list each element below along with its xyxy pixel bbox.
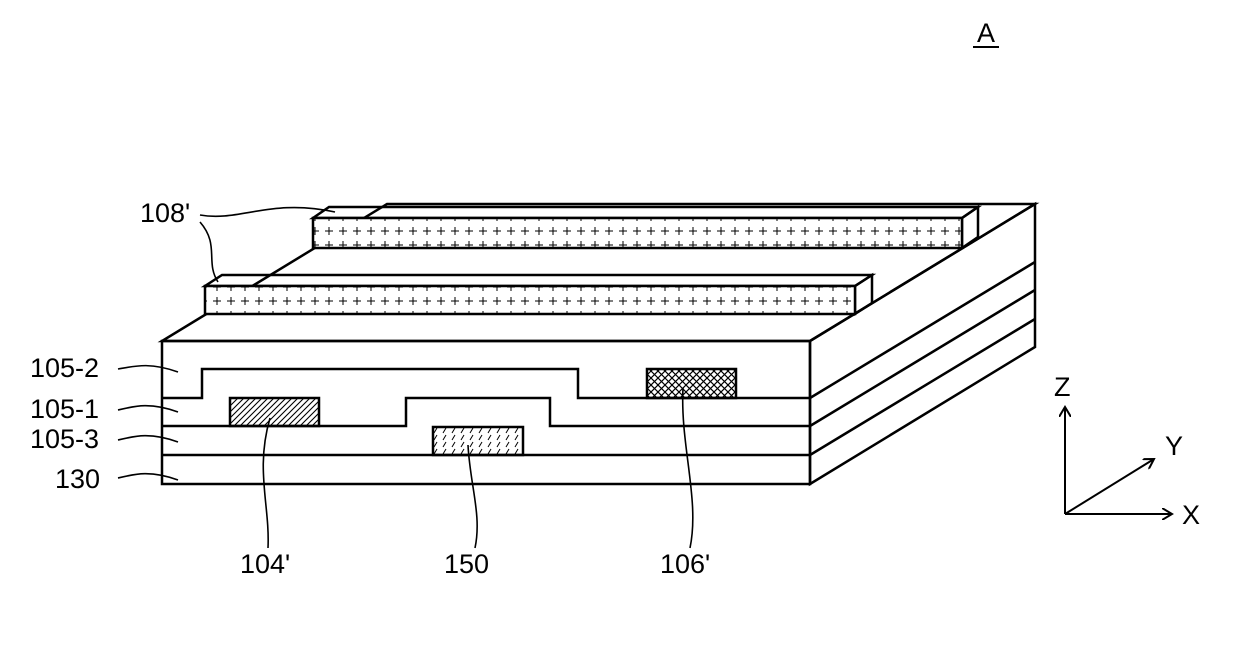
axis-x-label: X: [1182, 500, 1200, 530]
label-center-block: 150: [444, 549, 489, 579]
element-block-right: [647, 369, 736, 398]
label-substrate: 130: [55, 464, 100, 494]
element-block-left: [230, 398, 319, 426]
label-strip: 108': [140, 198, 190, 228]
label-layer-mid: 105-1: [30, 394, 99, 424]
label-layer-top: 105-2: [30, 353, 99, 383]
svg-text:A: A: [977, 18, 995, 48]
axis-y-label: Y: [1165, 431, 1183, 461]
coordinate-axes: Z Y X: [1054, 372, 1200, 530]
strip-front: [205, 275, 872, 314]
axis-y-arrow: [1065, 459, 1154, 514]
axis-z-label: Z: [1054, 372, 1071, 402]
view-label: A: [973, 18, 999, 48]
label-right-block: 106': [660, 549, 710, 579]
label-layer-low: 105-3: [30, 424, 99, 454]
label-left-block: 104': [240, 549, 290, 579]
element-block-center: [433, 427, 523, 455]
strip-back: [313, 207, 978, 248]
